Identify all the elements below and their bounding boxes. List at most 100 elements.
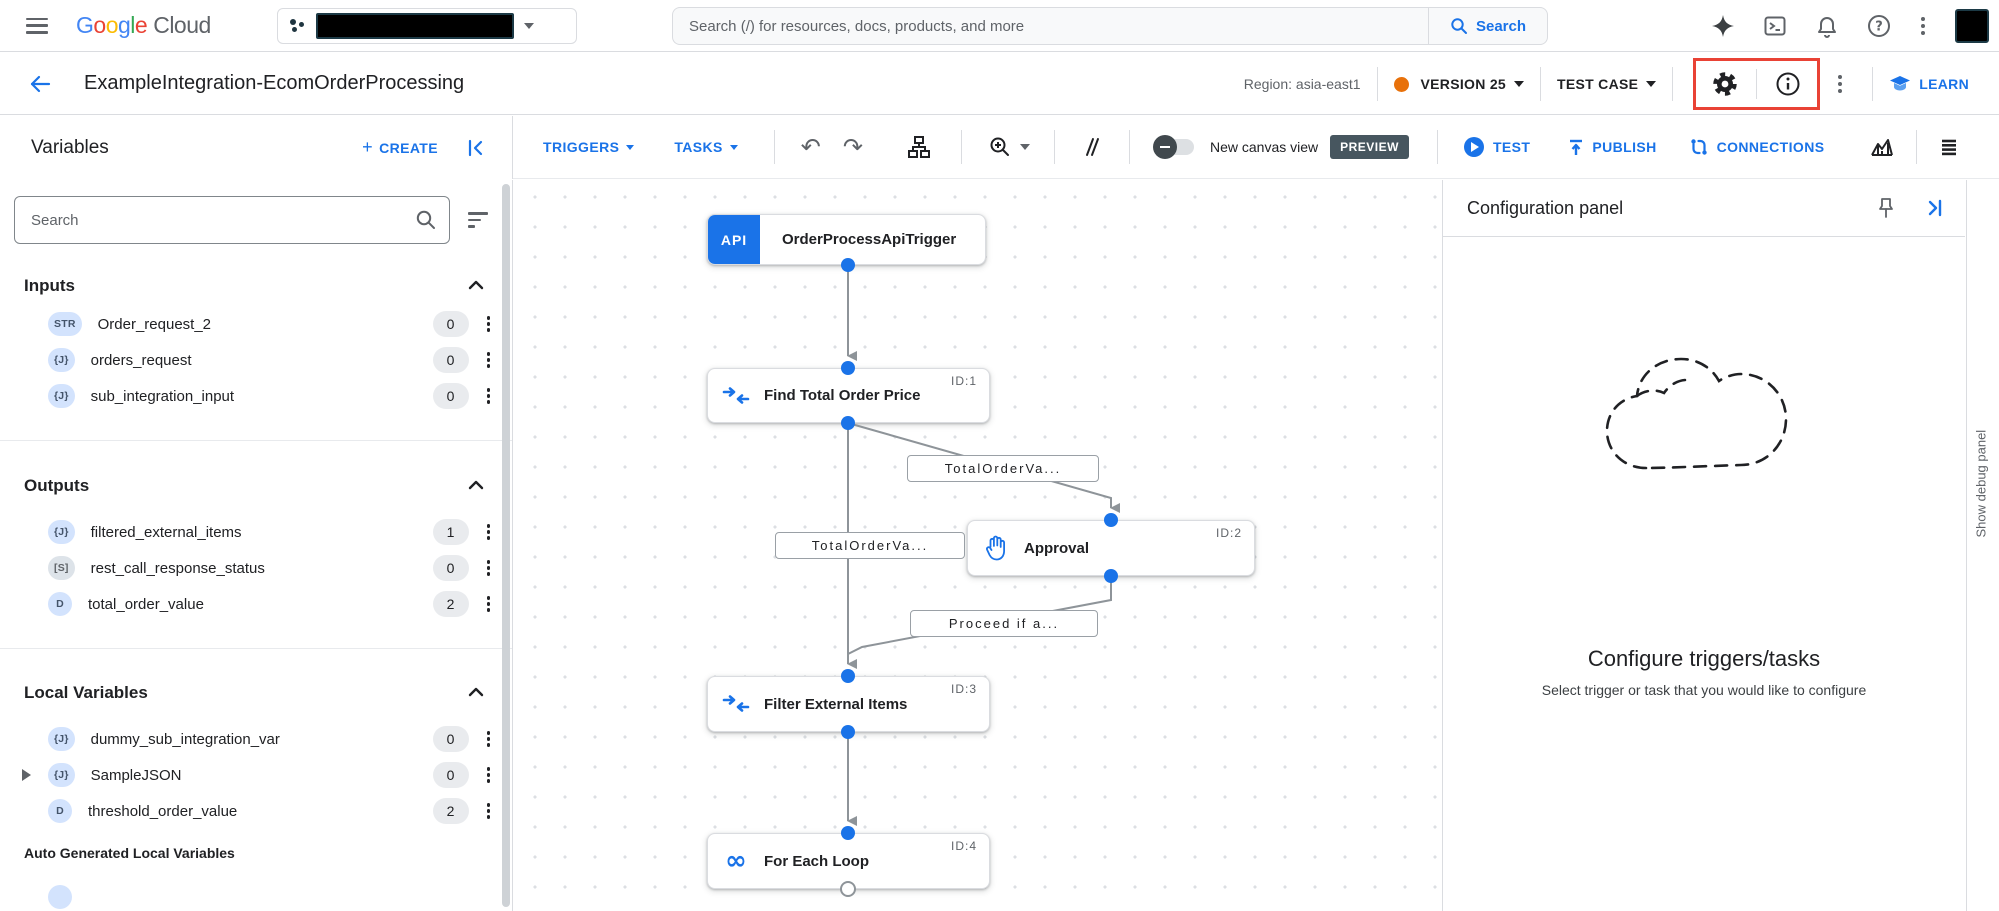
version-dropdown[interactable]: VERSION 25 <box>1421 76 1524 92</box>
connections-label: CONNECTIONS <box>1716 139 1825 155</box>
node-approval[interactable]: ID:2 Approval <box>967 520 1255 576</box>
kebab-menu-icon[interactable] <box>485 350 493 370</box>
kebab-menu-icon[interactable] <box>485 558 493 578</box>
kebab-menu-icon[interactable] <box>485 729 493 749</box>
edge-label[interactable]: TotalOrderVa... <box>775 532 965 559</box>
list-item[interactable]: {J} SampleJSON 0 <box>0 757 512 793</box>
list-item[interactable]: {J} filtered_external_items 1 <box>0 514 512 550</box>
create-variable-button[interactable]: + CREATE <box>362 137 438 158</box>
section-header-inputs[interactable]: Inputs <box>0 266 512 306</box>
section-header-outputs[interactable]: Outputs <box>0 466 512 506</box>
variables-search-input[interactable] <box>15 211 449 229</box>
project-name-redacted <box>315 12 514 39</box>
pin-icon[interactable] <box>1877 197 1895 219</box>
node-title: For Each Loop <box>764 852 869 870</box>
list-item[interactable]: {J} orders_request 0 <box>0 342 512 378</box>
settings-gear-icon[interactable] <box>1712 71 1738 97</box>
publish-button[interactable]: PUBLISH <box>1568 139 1656 156</box>
kebab-menu-icon[interactable] <box>485 801 493 821</box>
usage-count: 1 <box>432 519 469 545</box>
section-header-local-variables[interactable]: Local Variables <box>0 673 512 713</box>
list-item[interactable]: D threshold_order_value 2 <box>0 793 512 829</box>
new-canvas-view-label: New canvas view <box>1209 139 1319 155</box>
node-title: Approval <box>1024 539 1090 557</box>
variable-name: Order_request_2 <box>97 315 212 333</box>
loop-infinity-icon: ∞ <box>725 846 747 876</box>
list-item[interactable]: D total_order_value 2 <box>0 586 512 622</box>
auto-layout-icon[interactable] <box>905 133 933 161</box>
zoom-dropdown-icon[interactable] <box>1019 144 1030 150</box>
edge-label-text: Proceed if a... <box>948 616 1060 631</box>
create-label: CREATE <box>379 139 438 156</box>
divider <box>0 648 512 649</box>
kebab-menu-icon[interactable] <box>485 765 493 785</box>
collapse-panel-left-icon[interactable] <box>466 138 486 158</box>
search-button[interactable]: Search <box>1428 7 1548 45</box>
list-item[interactable]: {J} dummy_sub_integration_var 0 <box>0 721 512 757</box>
global-search: Search <box>672 7 1548 45</box>
list-item[interactable]: {J} sub_integration_input 0 <box>0 378 512 414</box>
show-debug-panel-button[interactable]: Show debug panel <box>1973 429 1989 538</box>
avatar[interactable] <box>1955 9 1989 43</box>
integration-canvas[interactable]: API OrderProcessApiTrigger ID:1 Find Tot… <box>514 180 1442 911</box>
search-input[interactable] <box>672 7 1428 45</box>
new-canvas-view-toggle[interactable] <box>1152 135 1194 159</box>
kebab-menu-icon[interactable] <box>485 594 493 614</box>
node-title: Filter External Items <box>764 695 908 713</box>
test-case-dropdown[interactable]: TEST CASE <box>1557 76 1657 92</box>
kebab-menu-icon[interactable] <box>485 314 493 334</box>
list-item[interactable]: STR Order_request_2 0 <box>0 306 512 342</box>
project-selector[interactable] <box>276 7 577 44</box>
triggers-dropdown[interactable]: TRIGGERS <box>543 139 635 155</box>
connections-button[interactable]: CONNECTIONS <box>1689 137 1825 157</box>
info-icon[interactable] <box>1775 71 1801 97</box>
collapse-panel-right-icon[interactable] <box>1925 198 1945 218</box>
edge-label[interactable]: TotalOrderVa... <box>907 455 1099 482</box>
publish-icon <box>1570 139 1583 155</box>
logo-letter: o <box>93 12 106 38</box>
learn-button[interactable]: LEARN <box>1889 75 1969 93</box>
log-list-icon[interactable] <box>1935 133 1963 161</box>
redo-icon[interactable]: ↷ <box>842 133 863 161</box>
learn-label: LEARN <box>1919 76 1969 92</box>
search-icon <box>1451 18 1467 34</box>
variable-name: filtered_external_items <box>90 523 242 541</box>
play-icon <box>1463 137 1484 157</box>
edge-label[interactable]: Proceed if a... <box>910 610 1098 637</box>
node-for-each-loop[interactable]: ID:4 ∞ For Each Loop <box>707 833 990 889</box>
undo-icon[interactable]: ↶ <box>800 133 821 161</box>
divider <box>1672 67 1674 101</box>
divider <box>773 130 775 164</box>
kebab-menu-icon[interactable] <box>485 522 493 542</box>
analytics-chart-icon[interactable] <box>1868 133 1896 161</box>
node-find-total-order-price[interactable]: ID:1 Find Total Order Price <box>707 368 990 423</box>
gemini-sparkle-icon[interactable] <box>1711 14 1735 38</box>
overflow-menu-icon[interactable] <box>1919 15 1927 37</box>
sidebar-scrollbar[interactable] <box>502 184 510 907</box>
divider <box>0 440 512 441</box>
expand-arrow-icon[interactable] <box>22 769 31 781</box>
list-item[interactable]: [S] rest_call_response_status 0 <box>0 550 512 586</box>
logo-letter: l <box>130 12 135 38</box>
header-overflow-menu-icon[interactable] <box>1836 73 1844 95</box>
list-item[interactable] <box>0 879 512 911</box>
sort-icon[interactable] <box>468 212 488 228</box>
back-arrow-icon[interactable] <box>28 72 52 96</box>
divider <box>1540 67 1541 101</box>
help-icon[interactable]: ? <box>1867 14 1891 38</box>
notifications-bell-icon[interactable] <box>1815 14 1839 38</box>
usage-count: 2 <box>432 798 469 824</box>
test-button[interactable]: TEST <box>1463 137 1530 157</box>
zoom-icon[interactable] <box>986 133 1014 161</box>
node-order-process-api-trigger[interactable]: API OrderProcessApiTrigger <box>707 214 986 265</box>
chevron-down-icon <box>626 144 635 150</box>
cloud-shell-icon[interactable] <box>1763 14 1787 38</box>
hamburger-menu-icon[interactable] <box>26 17 48 34</box>
kebab-menu-icon[interactable] <box>485 386 493 406</box>
edit-pen-icon[interactable] <box>1077 133 1105 161</box>
node-filter-external-items[interactable]: ID:3 Filter External Items <box>707 676 990 732</box>
tasks-dropdown[interactable]: TASKS <box>674 139 738 155</box>
node-title: OrderProcessApiTrigger <box>782 231 957 248</box>
variables-title: Variables <box>31 136 109 158</box>
